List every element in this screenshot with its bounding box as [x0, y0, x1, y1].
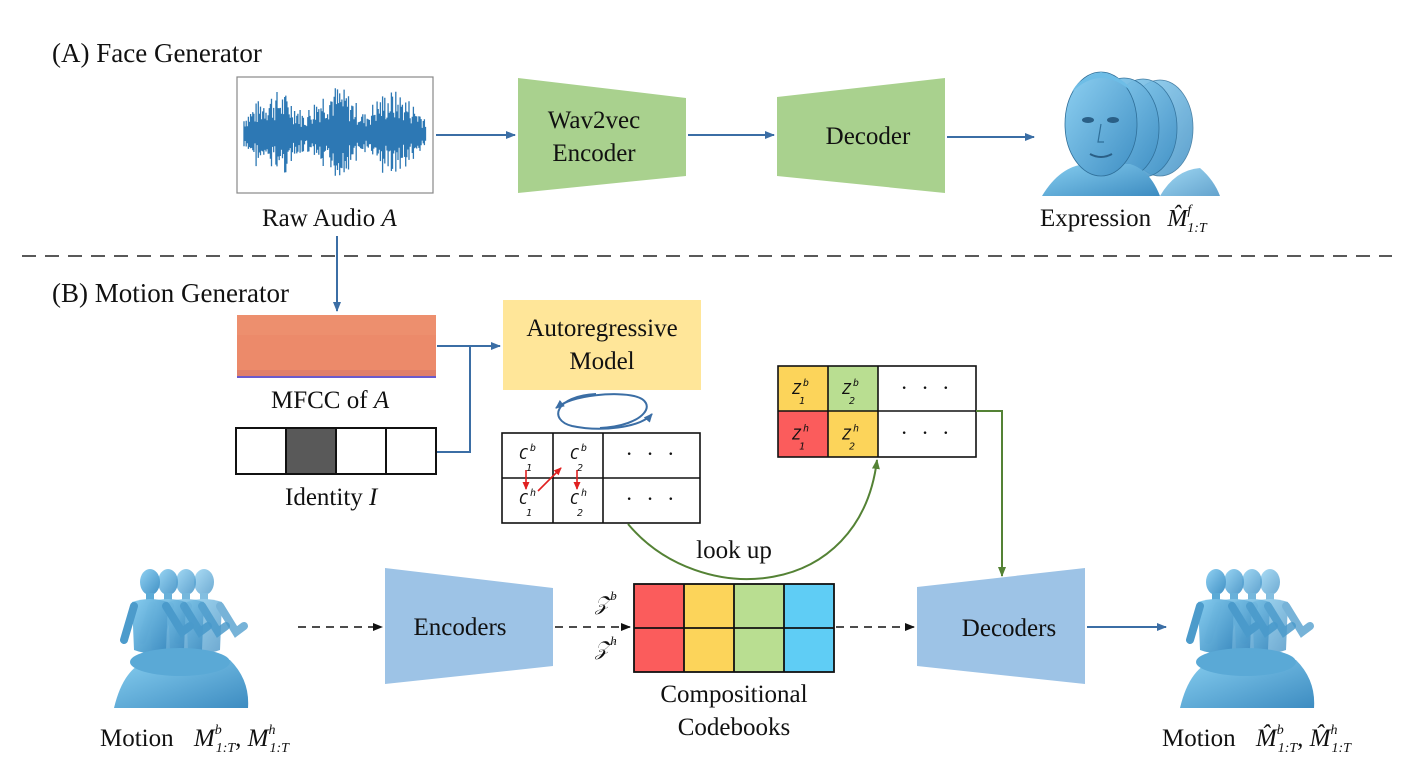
z-cell-h1 [778, 411, 828, 457]
identity-label: Identity I [285, 484, 379, 511]
z-cell-b2-label: Z [841, 380, 852, 398]
token-Ch2-sub: 2 [577, 508, 583, 519]
z-cell-h2-sub: 2 [849, 442, 855, 453]
codebook-body-cell-4 [784, 584, 834, 628]
decoders-block [917, 568, 1085, 684]
human-figure [1186, 569, 1260, 653]
token-Ch1-sup: h [530, 488, 536, 499]
face-generator-title: (A) Face Generator [52, 38, 262, 68]
token-Cb2-sup: b [581, 443, 587, 454]
z-hand-label: 𝒵h [594, 633, 617, 660]
codebooks-line1: Compositional [660, 681, 807, 708]
raw-audio-label: Raw Audio A [262, 205, 397, 232]
codebook-body-cell-2 [684, 584, 734, 628]
token-Ch2-sup: h [581, 488, 587, 499]
z-cell-h1-sub: 1 [799, 442, 805, 453]
lookup-label: look up [696, 537, 772, 564]
mfcc-label: MFCC of A [271, 387, 390, 414]
token-Ch2: C [570, 490, 579, 508]
expression-faces-image [1042, 71, 1220, 196]
connector-inputs [437, 345, 471, 453]
encoders-block [385, 568, 553, 684]
z-cell-b1-label: Z [791, 380, 802, 398]
wav2vec-encoder-line2: Encoder [552, 140, 636, 167]
encoders-label: Encoders [413, 614, 506, 641]
decoders-label: Decoders [962, 615, 1056, 642]
codebook-hand-cell-1 [634, 628, 684, 672]
z-cell-b2 [828, 366, 878, 412]
token-row1-ellipsis: · · · [626, 441, 679, 466]
z-cell-h2-label: Z [841, 426, 852, 444]
token-Cb1-sub: 1 [526, 463, 532, 474]
token-Ch1: C [519, 490, 528, 508]
autoregressive-line2: Model [569, 348, 634, 375]
compositional-codebooks [634, 584, 834, 672]
z-cell-h1-label: Z [791, 426, 802, 444]
codebooks-grid-lines [633, 583, 835, 673]
codebook-hand-cell-3 [734, 628, 784, 672]
z-body-label: 𝒵b [594, 588, 617, 615]
codebook-hand-cell-2 [684, 628, 734, 672]
autoregressive-model-block [503, 300, 701, 390]
z-cell-h2 [828, 411, 878, 457]
input-motion-figures [114, 569, 249, 708]
face-decoder-label: Decoder [826, 123, 911, 150]
token-Cb1-sup: b [530, 443, 536, 454]
wav2vec-encoder-line1: Wav2vec [548, 107, 640, 134]
z-cell-b1-sub: 1 [799, 396, 805, 407]
token-Cb2-sub: 2 [577, 463, 583, 474]
motion-generator-title: (B) Motion Generator [52, 278, 289, 308]
z-cell-b1-sup: b [803, 378, 809, 389]
z-cell-b2-sub: 2 [849, 396, 855, 407]
output-motion-figures [1180, 569, 1315, 708]
human-figure [120, 569, 194, 653]
z-row1-ellipsis: · · · [901, 375, 954, 400]
z-cell-b1 [778, 366, 828, 412]
mfcc-spectrogram [237, 315, 436, 378]
figures-legs [114, 648, 249, 708]
z-row2-ellipsis: · · · [901, 420, 954, 445]
token-Cb1: C [519, 445, 528, 463]
codebook-body-cell-3 [734, 584, 784, 628]
autoregressive-line1: Autoregressive [526, 315, 677, 342]
z-cell-b2-sup: b [853, 378, 859, 389]
autoregressive-loop-icon [555, 393, 653, 430]
figures-legs [1180, 648, 1315, 708]
z-cell-h2-sup: h [853, 424, 859, 435]
wav2vec-encoder-block [518, 78, 686, 193]
token-Ch1-sub: 1 [526, 508, 532, 519]
face-decoder-block [777, 78, 945, 193]
codebook-body-cell-1 [634, 584, 684, 628]
codebook-hand-cell-4 [784, 628, 834, 672]
codebooks-line2: Codebooks [678, 714, 791, 741]
token-row2-ellipsis: · · · [626, 486, 679, 511]
red-arrow-c1h-to-c2b [537, 467, 562, 492]
token-Cb2: C [570, 445, 579, 463]
identity-onehot [235, 427, 437, 475]
arrow-z-to-decoders [976, 410, 1006, 577]
raw-audio-waveform [236, 76, 434, 194]
z-cell-h1-sup: h [803, 424, 809, 435]
lookup-arrow [627, 459, 880, 580]
token-grid [501, 432, 701, 524]
